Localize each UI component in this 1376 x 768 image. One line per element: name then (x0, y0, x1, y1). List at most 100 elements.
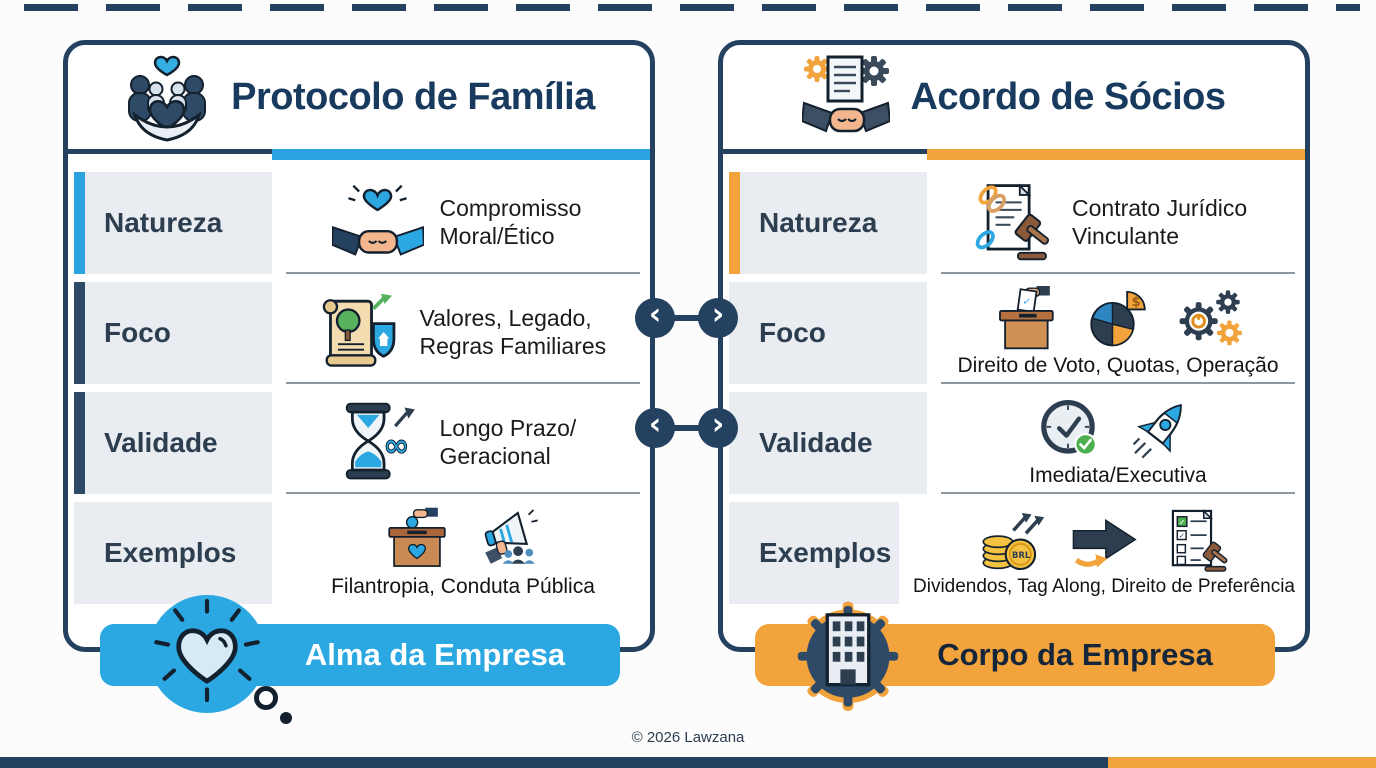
clock-check-icon (1037, 396, 1107, 462)
row-caption: Filantropia, Conduta Pública (331, 575, 595, 598)
handshake-heart-icon (331, 180, 424, 264)
check-glyph: ✓ (1022, 295, 1032, 308)
rocket-icon (1129, 396, 1199, 462)
family-rows: Natureza Compromi (68, 160, 650, 604)
check-glyph: ✓ (1179, 518, 1186, 527)
row-foco-label-cell: Foco (729, 282, 927, 384)
row-natureza-value-cell: Compromisso Moral/Ético (286, 172, 640, 274)
row-foco-label-cell: Foco (74, 282, 272, 384)
dollar-glyph: $ (1132, 295, 1141, 310)
row-label: Exemplos (759, 537, 892, 568)
family-hearts-icon (123, 51, 211, 143)
megaphone-people-icon (474, 507, 544, 573)
footer-bar-orange (1108, 757, 1376, 768)
row-natureza-label-cell: Natureza (729, 172, 927, 274)
family-panel-title: Protocolo de Família (231, 75, 595, 118)
table-row: Natureza Compromi (68, 172, 650, 274)
contract-handshake-gears-icon (802, 51, 891, 143)
top-dashed-border (24, 4, 1360, 11)
shareholders-agreement-panel: Acordo de Sócios Natureza (718, 40, 1310, 652)
bubble-dot (280, 712, 292, 724)
banner-label: Alma da Empresa (304, 637, 566, 672)
row-label: Foco (759, 317, 826, 348)
donation-box-icon (382, 507, 452, 573)
checklist-gavel-icon: ✓ ✓ (1161, 508, 1231, 574)
row-foco-value-cell: ✓ $ (941, 282, 1295, 384)
row-exemplos-value-cell: Filantropia, Conduta Pública (286, 502, 640, 604)
row-accent-bar (74, 172, 85, 274)
row-caption: Imediata/Executiva (1029, 464, 1207, 487)
scroll-tree-shield-icon (312, 290, 404, 374)
row-accent-bar (74, 392, 85, 494)
coins-brl-icon: BRL (977, 508, 1047, 574)
table-row: Validade (723, 392, 1305, 494)
row-value: Longo Prazo/ Geracional (439, 414, 577, 469)
ballot-box-icon: ✓ (991, 286, 1061, 352)
hourglass-infinity-icon: ∞ (332, 400, 424, 484)
pie-chart-icon: $ (1083, 286, 1153, 352)
row-value: Valores, Legado, Regras Familiares (419, 304, 607, 359)
transfer-arrows-icon (1069, 508, 1139, 574)
family-protocol-panel: Protocolo de Família Natureza (63, 40, 655, 652)
table-row: Foco (68, 282, 650, 384)
row-exemplos-label-cell: Exemplos (74, 502, 272, 604)
agreement-header-separator (723, 149, 1305, 160)
infinity-glyph: ∞ (383, 428, 409, 464)
row-accent-bar (729, 172, 740, 274)
row-validade-value-cell: ∞ Longo Prazo/ Geracional (286, 392, 640, 494)
foco-icons: ✓ $ (991, 286, 1245, 352)
row-validade-label-cell: Validade (729, 392, 927, 494)
table-row: Exemplos (723, 502, 1305, 604)
chevron-left-icon: ‹ (635, 298, 675, 338)
chevron-right-icon: › (698, 408, 738, 448)
chevron-right-icon: › (698, 298, 738, 338)
row-validade-value-cell: Imediata/Executiva (941, 392, 1295, 494)
table-row: Foco ✓ (723, 282, 1305, 384)
row-value: Contrato Jurídico Vinculante (1072, 194, 1248, 249)
separator-navy-segment (68, 149, 272, 154)
row-label: Exemplos (104, 537, 237, 568)
copyright-text: © 2026 Lawzana (631, 729, 745, 746)
check-glyph: ✓ (1179, 531, 1185, 540)
row-label: Natureza (759, 207, 878, 238)
row-label: Natureza (104, 207, 223, 238)
table-row: Natureza (723, 172, 1305, 274)
table-row: Validade ∞ Longo Prazo (68, 392, 650, 494)
row-label: Validade (759, 427, 873, 458)
row-accent-bar (74, 282, 85, 384)
validade-icons (1037, 396, 1199, 462)
heart-burst-icon (148, 595, 266, 713)
table-row: Exemplos (68, 502, 650, 604)
row-foco-value-cell: Valores, Legado, Regras Familiares (286, 282, 640, 384)
row-natureza-value-cell: Contrato Jurídico Vinculante (941, 172, 1295, 274)
exemplos-icons (382, 507, 544, 573)
row-natureza-label-cell: Natureza (74, 172, 272, 274)
contract-chain-gavel-icon (964, 180, 1056, 264)
separator-blue-segment (272, 149, 650, 160)
banner-label: Corpo da Empresa (937, 637, 1213, 672)
row-exemplos-value-cell: BRL (913, 502, 1295, 604)
agreement-panel-header: Acordo de Sócios (723, 45, 1305, 149)
agreement-rows: Natureza (723, 160, 1305, 604)
agreement-panel-title: Acordo de Sócios (910, 75, 1226, 118)
row-caption: Direito de Voto, Quotas, Operação (957, 354, 1279, 377)
row-exemplos-label-cell: Exemplos (729, 502, 899, 604)
family-panel-header: Protocolo de Família (68, 45, 650, 149)
family-header-separator (68, 149, 650, 160)
row-caption: Dividendos, Tag Along, Direito de Prefer… (913, 576, 1295, 597)
exemplos-icons: BRL (977, 508, 1231, 574)
row-label: Validade (104, 427, 218, 458)
footer-bar-navy (0, 757, 1108, 768)
row-validade-label-cell: Validade (74, 392, 272, 494)
row-label: Foco (104, 317, 171, 348)
separator-orange-segment (927, 149, 1305, 160)
building-gear-icon (788, 592, 908, 714)
validade-connector: ‹ › (635, 408, 738, 448)
separator-navy-segment (723, 149, 927, 154)
bubble-circle (254, 686, 278, 710)
chevron-left-icon: ‹ (635, 408, 675, 448)
foco-connector: ‹ › (635, 298, 738, 338)
gears-icon (1175, 286, 1245, 352)
row-value: Compromisso Moral/Ético (439, 194, 582, 249)
brl-coin-label: BRL (1012, 550, 1031, 560)
